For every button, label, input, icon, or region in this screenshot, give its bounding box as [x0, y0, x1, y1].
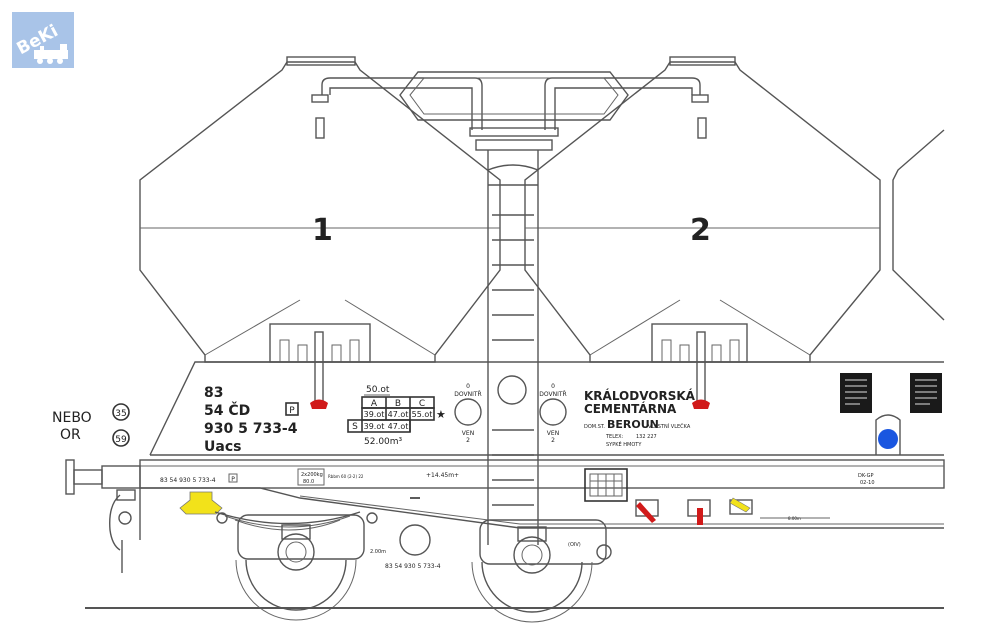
- owner-domov-label: DOM.ST.: [584, 424, 605, 430]
- grating-step: [584, 468, 628, 502]
- beki-logo: BeKi: [12, 12, 74, 68]
- brake-reservoir: [399, 524, 431, 556]
- wagon-id-line3: 930 5 733-4: [204, 421, 298, 437]
- valve-right-top: 0: [551, 383, 555, 390]
- dim-right: 8.00m: [788, 516, 801, 521]
- placard-left: [840, 373, 872, 413]
- wagon-id-line4: Uacs: [204, 439, 241, 455]
- owner-note: SYPKÉ HMOTY: [606, 440, 642, 448]
- or-label: OR: [60, 427, 81, 443]
- badge-59-text: 59: [115, 435, 127, 445]
- frame-number-left: 83 54 930 5 733-4: [160, 477, 216, 484]
- load-row2-b: 47.ot: [388, 422, 409, 431]
- weight-box-1: 2x200kg: [301, 472, 323, 478]
- valve-right-in: DOVNITŘ: [539, 390, 566, 398]
- valve-right-out: VEN: [547, 430, 559, 437]
- underframe: [139, 459, 945, 540]
- load-header-b: B: [395, 399, 401, 409]
- p-badge: [285, 402, 299, 416]
- bogie-left: [235, 514, 365, 621]
- owner-siding: VLASTNÍ VLEČKA: [648, 423, 691, 430]
- blue-signal-lamp: [875, 414, 901, 455]
- discharge-red-markers: [310, 331, 710, 409]
- ladder: [487, 150, 539, 545]
- yellow-coupler-marker: [179, 491, 223, 515]
- load-limit-table: 50.ot A B C 39.ot 47.ot 55.ot ★ S 39.ot …: [347, 385, 446, 447]
- right-code-2: 02-10: [860, 480, 875, 486]
- badge-35: [112, 403, 130, 421]
- load-row1-a: 39.ot: [364, 410, 385, 419]
- load-bottom: 52.00m³: [364, 437, 403, 447]
- brake-handles: [635, 497, 753, 525]
- load-row2-a: 39.ot: [364, 422, 385, 431]
- owner-line2: CEMENTÁRNA: [584, 401, 677, 416]
- bogie-right: [471, 519, 612, 623]
- hazard-placards: [840, 373, 942, 413]
- load-star: ★: [436, 408, 446, 421]
- load-top: 50.ot: [366, 385, 390, 395]
- hopper-3-partial: [892, 129, 945, 321]
- load-row1-b: 47.ot: [388, 410, 409, 419]
- valve-left-out: VEN: [462, 430, 474, 437]
- owner-telex-label: TELEX:: [605, 434, 624, 440]
- valve-left-bottom: 2: [466, 437, 470, 444]
- hopper-1: [139, 56, 501, 363]
- coupler: [109, 489, 136, 573]
- buffer: [65, 459, 141, 495]
- locomotive-icon: [34, 44, 68, 64]
- wagon-identification: 83 54 ČD 930 5 733-4 Uacs P: [204, 385, 299, 455]
- owner-telex: 132 227: [636, 434, 657, 440]
- wagon-id-line1: 83: [204, 385, 223, 401]
- top-platform: [399, 71, 629, 151]
- loading-pipes: [311, 77, 709, 130]
- valve-indicator-left: 0 DOVNITŘ VEN 2: [454, 383, 481, 444]
- bogie-tag: (OIV): [568, 542, 581, 548]
- placard-right: [910, 373, 942, 413]
- valve-left-in: DOVNITŘ: [454, 390, 481, 398]
- frame-number-bottom: 83 54 930 5 733-4: [385, 563, 441, 570]
- right-code-1: DK-GP: [858, 473, 873, 479]
- badge-59: [112, 429, 130, 447]
- frame-p-small: P: [231, 476, 235, 483]
- owner-line1: KRÁLODVORSKÁ: [584, 388, 696, 403]
- hopper-2-label: 2: [690, 213, 711, 248]
- valve-right-bottom: 2: [551, 437, 555, 444]
- hopper-2: [524, 56, 881, 363]
- load-header-a: A: [371, 399, 378, 409]
- owner-city: BEROUN: [607, 418, 659, 431]
- frame-length: +14.45m+: [426, 472, 459, 479]
- nebo-label: NEBO: [52, 410, 92, 426]
- p-badge-text: P: [289, 406, 295, 416]
- wagon-id-line2: 54 ČD: [204, 401, 250, 419]
- load-header-c: C: [419, 399, 425, 409]
- valve-indicator-right: 0 DOVNITŘ VEN 2: [539, 383, 566, 444]
- weight-box-2: 80.0: [303, 479, 314, 485]
- load-row1-c: 55.ot: [412, 410, 433, 419]
- owner-info: KRÁLODVORSKÁ CEMENTÁRNA DOM.ST. BEROUN V…: [584, 388, 696, 448]
- weight-note: Rbbm 60 (2-2) 22: [328, 474, 364, 479]
- load-row2-label: S: [352, 422, 358, 432]
- frame-markings: 83 54 930 5 733-4 P 2x200kg 80.0 Rbbm 60…: [160, 468, 875, 570]
- dim-bottom: 2.00m: [370, 549, 386, 555]
- body-side: [149, 361, 944, 456]
- badge-35-text: 35: [115, 409, 126, 419]
- valve-left-top: 0: [466, 383, 470, 390]
- hopper-1-label: 1: [312, 213, 333, 248]
